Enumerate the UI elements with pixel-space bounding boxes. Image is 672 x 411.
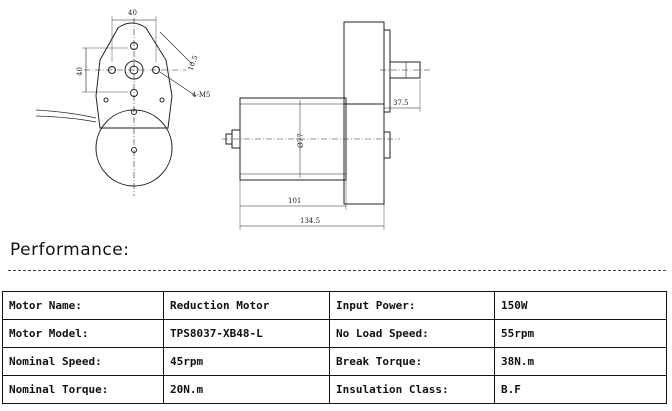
- spec-label: Motor Model:: [2, 319, 164, 348]
- spec-value: B.F: [494, 375, 667, 404]
- dim-body-diameter: Ø77: [297, 133, 305, 148]
- performance-title: Performance:: [10, 240, 130, 260]
- spec-value: 45rpm: [163, 347, 330, 376]
- spec-label: Break Torque:: [329, 347, 495, 376]
- spec-value: 150W: [494, 291, 667, 320]
- table-row: Nominal Torque: 20N.m Insulation Class: …: [2, 375, 667, 404]
- spec-value: 55rpm: [494, 319, 667, 348]
- dim-hole-offset: 10.5: [187, 54, 200, 71]
- table-row: Motor Model: TPS8037-XB48-L No Load Spee…: [2, 319, 667, 348]
- dim-body-length: 101: [288, 197, 301, 205]
- spec-label: Insulation Class:: [329, 375, 495, 404]
- table-row: Nominal Speed: 45rpm Break Torque: 38N.m: [2, 347, 667, 376]
- performance-table: Motor Name: Reduction Motor Input Power:…: [2, 291, 667, 404]
- dim-overall-length: 134.5: [300, 217, 320, 225]
- spec-value: Reduction Motor: [163, 291, 330, 320]
- dim-front-width: 40: [128, 9, 137, 17]
- side-view: [222, 21, 430, 230]
- dim-shaft-length: 37.5: [393, 99, 409, 107]
- spec-value: 20N.m: [163, 375, 330, 404]
- section-divider: [8, 270, 666, 271]
- spec-value: 38N.m: [494, 347, 667, 376]
- spec-label: Motor Name:: [2, 291, 164, 320]
- spec-label: No Load Speed:: [329, 319, 495, 348]
- dim-screw-spec: 4-M5: [192, 91, 210, 99]
- front-view: [35, 16, 197, 196]
- spec-label: Nominal Speed:: [2, 347, 164, 376]
- spec-label: Input Power:: [329, 291, 495, 320]
- motor-technical-drawing: 40 40 10.5 4-M5 101 134.5 37.5 Ø77: [35, 9, 430, 230]
- dim-front-height: 40: [76, 67, 84, 76]
- spec-label: Nominal Torque:: [2, 375, 164, 404]
- spec-value: TPS8037-XB48-L: [163, 319, 330, 348]
- table-row: Motor Name: Reduction Motor Input Power:…: [2, 291, 667, 320]
